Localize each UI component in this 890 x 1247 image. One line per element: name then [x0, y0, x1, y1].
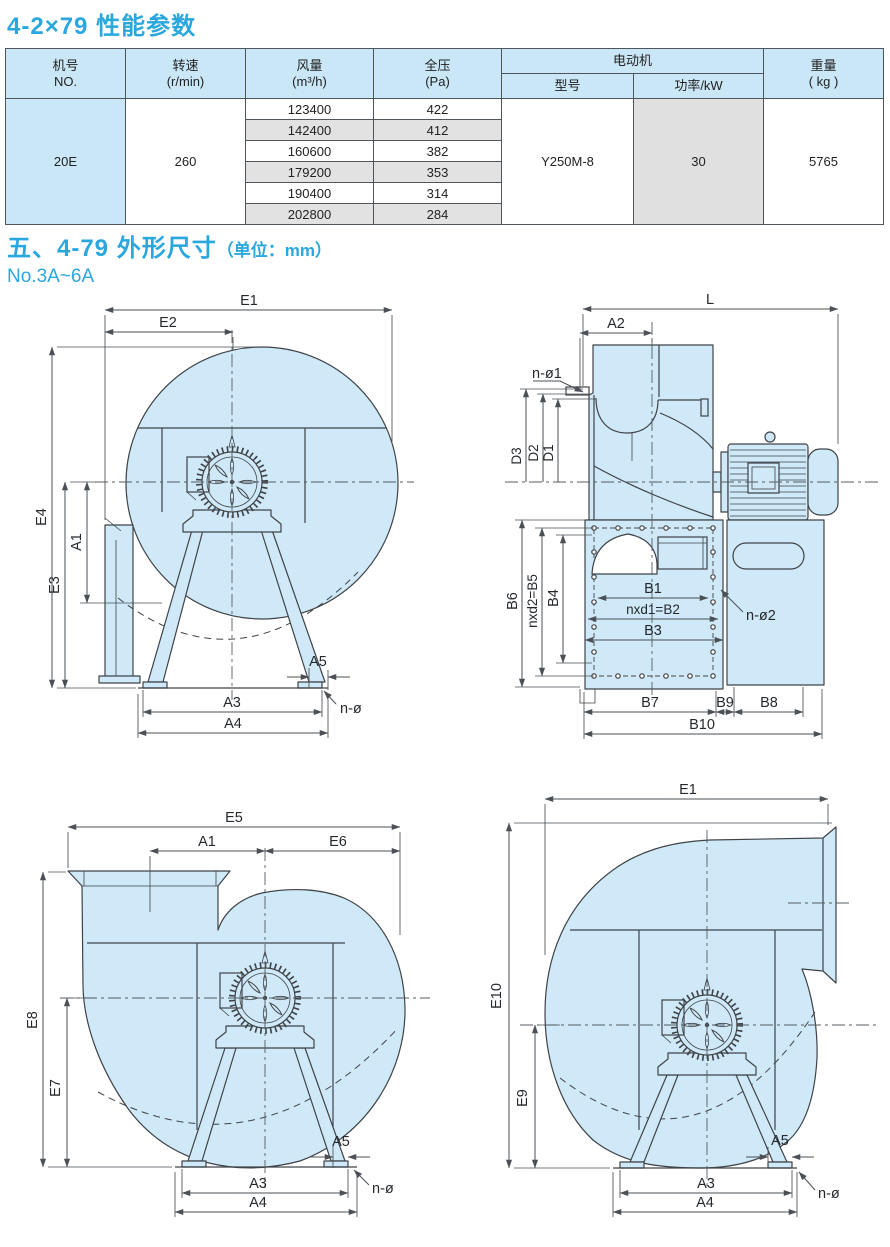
label-n-phi2: n-ø2: [746, 608, 776, 624]
bolt-holes: [591, 525, 716, 679]
label-d1: D1: [541, 444, 556, 461]
label-b9: B9: [716, 695, 734, 711]
label-e5: E5: [225, 810, 243, 826]
label-a4: A4: [249, 1195, 267, 1211]
label-b3: B3: [644, 623, 662, 639]
cell-pressure: 412: [373, 119, 502, 141]
label-b5: nxd2=B5: [525, 574, 540, 628]
cell-motor-power: 30: [632, 98, 765, 225]
label-e1: E1: [679, 782, 697, 798]
label-a1: A1: [69, 533, 85, 551]
label-e8: E8: [25, 1011, 41, 1029]
col-header-pressure: 全压(Pa): [373, 48, 502, 99]
col-header-weight: 重量( kg ): [763, 48, 885, 99]
cell-pressure: 353: [373, 161, 502, 183]
label-a3: A3: [697, 1176, 715, 1192]
cell-weight: 5765: [763, 98, 885, 225]
centerlines: [520, 830, 880, 1190]
base-frame: [579, 519, 825, 704]
model-range-subtitle: No.3A~6A: [7, 266, 95, 287]
fan-diagram-outlet-right: E1 E10 E9 A3 A4 A5 n-ø: [489, 782, 880, 1217]
label-a3: A3: [249, 1176, 267, 1192]
fan-housing: [565, 344, 714, 521]
label-e4: E4: [34, 508, 50, 526]
section-title-text: 五、4-79 外形尺寸: [7, 235, 217, 262]
label-b10: B10: [689, 717, 715, 733]
cell-speed: 260: [125, 98, 246, 225]
dimensions: E5 A1 E6 E8 E7 A3 A4 A5 n-ø: [25, 810, 401, 1217]
label-d2: D2: [526, 444, 541, 461]
label-e10: E10: [489, 983, 505, 1009]
fan-scroll: [544, 826, 837, 1169]
col-header-motor-power: 功率/kW: [632, 73, 765, 99]
label-n-phi: n-ø: [818, 1186, 840, 1202]
section-title: 五、4-79 外形尺寸（单位：mm）: [7, 228, 332, 263]
fan-diagram-side-view-motor: L A2 n-ø1 D3 D2 D1 B6 nxd2=B5 B4 B1 nxd1…: [505, 292, 882, 739]
label-n-phi: n-ø: [372, 1181, 394, 1197]
cell-flow: 179200: [245, 161, 374, 183]
label-e9: E9: [515, 1089, 531, 1107]
pedestal: [613, 1074, 797, 1169]
table-row: 20E 260 123400 422 Y250M-8 30 5765: [5, 98, 885, 225]
dimensions: E1 E10 E9 A3 A4 A5 n-ø: [489, 782, 840, 1217]
centerlines: [60, 848, 430, 1188]
label-b4: B4: [546, 589, 562, 607]
label-n-phi1: n-ø1: [532, 366, 562, 382]
label-a4: A4: [696, 1195, 714, 1211]
label-e1: E1: [240, 295, 258, 309]
cell-pressure: 422: [373, 98, 502, 120]
label-l: L: [706, 292, 714, 308]
cell-motor-model: Y250M-8: [501, 98, 634, 225]
label-b2: nxd1=B2: [626, 602, 680, 617]
label-a5: A5: [332, 1134, 350, 1150]
label-a5: A5: [309, 654, 327, 670]
label-a5: A5: [771, 1133, 789, 1149]
cell-flow: 142400: [245, 119, 374, 141]
label-e7: E7: [48, 1079, 64, 1097]
label-b7: B7: [641, 695, 659, 711]
page-title: 4-2×79 性能参数: [7, 13, 197, 40]
dimensions: L A2 n-ø1 D3 D2 D1 B6 nxd2=B5 B4 B1 nxd1…: [505, 292, 839, 739]
col-header-motor: 电动机: [500, 48, 765, 74]
label-b1: B1: [644, 581, 662, 597]
label-e6: E6: [329, 834, 347, 850]
centerlines: [95, 330, 414, 700]
cell-flow: 123400: [245, 98, 374, 120]
label-a1: A1: [198, 834, 216, 850]
cell-pressure: 284: [373, 203, 502, 225]
label-b8: B8: [760, 695, 778, 711]
label-n-phi: n-ø: [340, 701, 362, 717]
col-header-speed: 转速(r/min): [125, 48, 246, 99]
label-d3: D3: [509, 447, 524, 464]
cell-flow: 190400: [245, 182, 374, 204]
col-header-motor-model: 型号: [501, 73, 634, 99]
section-title-unit: （单位：mm）: [216, 241, 332, 260]
fan-scroll: [67, 870, 406, 1169]
cell-fan-no: 20E: [5, 98, 126, 225]
fan-diagram-front-view: E1 E2 E4 E3 A1 A3 A4 A5 n-ø: [34, 295, 414, 738]
motor-icon: [712, 431, 839, 531]
label-e3: E3: [47, 576, 63, 594]
cell-pressure: 314: [373, 182, 502, 204]
label-a3: A3: [223, 695, 241, 711]
col-header-flow: 风量(m³/h): [245, 48, 374, 99]
cell-flow: 202800: [245, 203, 374, 225]
fan-diagram-outlet-top-left: E5 A1 E6 E8 E7 A3 A4 A5 n-ø: [25, 810, 430, 1217]
cell-pressure: 382: [373, 140, 502, 162]
label-b6: B6: [505, 592, 521, 610]
dimensions: E1 E2 E4 E3 A1 A3 A4 A5 n-ø: [34, 295, 393, 738]
label-e2: E2: [159, 315, 177, 331]
label-a4: A4: [224, 716, 242, 732]
label-a2: A2: [607, 316, 625, 332]
cell-flow: 160600: [245, 140, 374, 162]
